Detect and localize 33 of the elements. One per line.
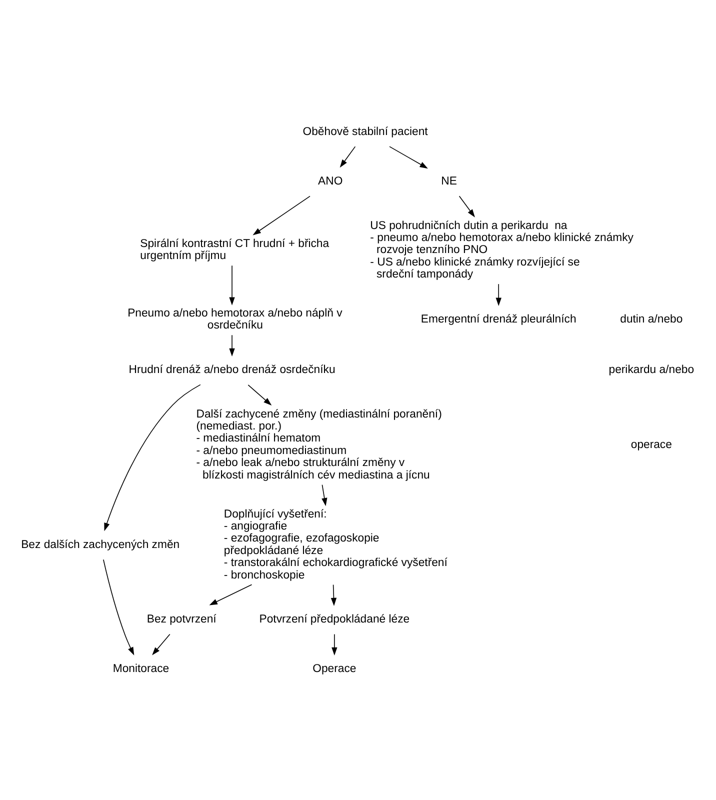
node-text: Hrudní drenáž a/nebo drenáž osrdečníku [128,364,336,376]
node-text: ANO [318,174,343,187]
node-text: Potvrzení předpokládané léze [259,613,410,626]
node-text: Doplňující vyšetření: - angiografie - ezofagografie, ezofagoskopie předpokládané léze - transtorakální echokardiografické vyšetření - bronchoskopie [224,508,448,581]
node-text: Monitorace [112,662,170,675]
arrow [229,264,235,305]
arrow [103,558,134,655]
node-text: Spirální kontrastní CT hrudní + břicha urgentním příjmu [140,238,330,262]
arrow [496,283,502,306]
node-text: Bez dalších zachycených změn [21,538,180,550]
arrow [330,584,337,606]
arrow [458,195,475,217]
node-text: Bez potvrzení [146,613,216,626]
arrow [389,146,428,168]
node-text: Oběhově stabilní pacient [302,125,428,138]
arrow [248,384,272,405]
node-text: Další zachycené změny (mediastinální poranění) (nemediast. por.) - mediastinální hematom - a/nebo pneumomediastinum - a/nebo leak a/nebo strukturální změny v blízkosti magistrálních cév mediastina a jícnu [196,408,442,481]
arrow [229,334,235,356]
label: perikardu a/nebo [608,364,694,376]
arrow [340,146,356,168]
arrow [322,484,328,506]
node-text: US pohrudničních dutin a perikardu na - pneumo a/nebo hemotorax a/nebo klinické známky rozvoje tenzního PNO - US a/nebo klinické známky rozvíjející se srdeční tamponády [370,219,634,280]
node-text: Emergentní drenáž pleurálních [420,313,576,326]
arrow [152,633,170,655]
arrow [252,195,310,235]
node-text: Pneumo a/nebo hemotorax a/nebo náplň v osrdečníku [128,307,342,332]
arrow [332,633,338,656]
node-text: NE [441,174,457,187]
label: dutin a/nebo [620,313,683,326]
arrow [104,384,201,531]
arrow [209,584,252,605]
label: operace [630,438,672,450]
node-text: Operace [312,662,356,675]
